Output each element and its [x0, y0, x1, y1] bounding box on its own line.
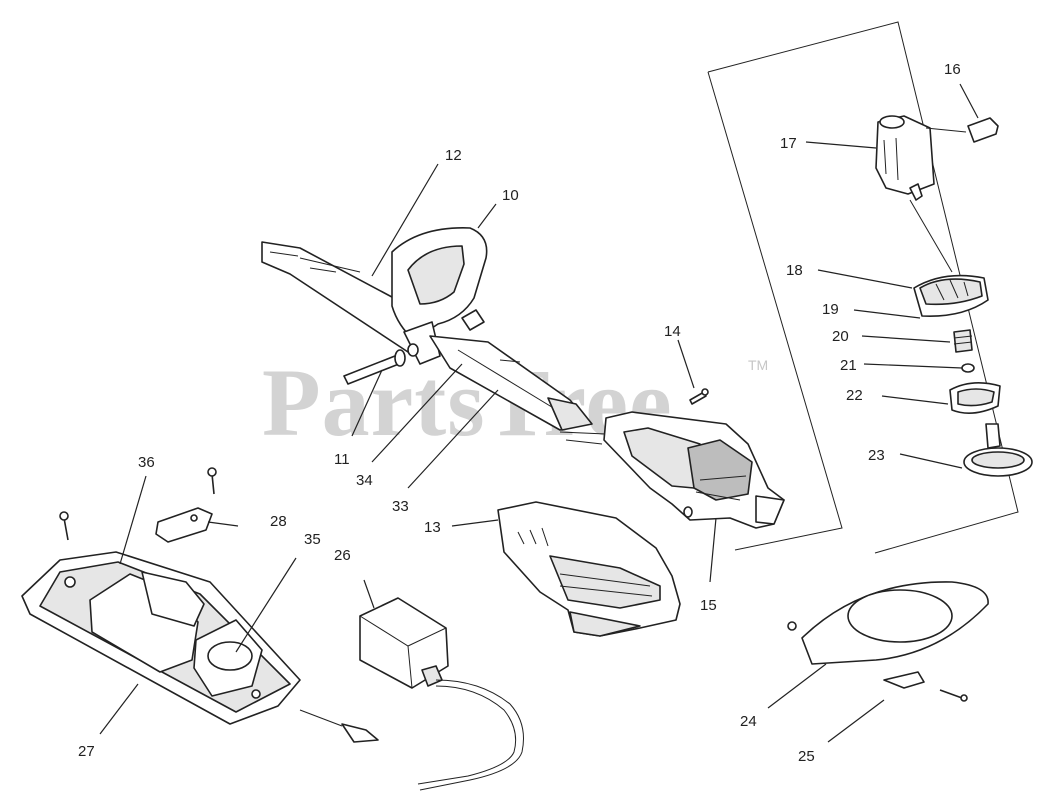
watermark-trademark: TM	[748, 357, 768, 373]
callout-25: 25	[798, 748, 815, 765]
bolt-11	[343, 349, 406, 385]
screws-36	[59, 467, 217, 541]
callout-36: 36	[138, 454, 155, 471]
callout-10: 10	[502, 187, 519, 204]
callout-14: 14	[664, 323, 681, 340]
callout-17: 17	[780, 135, 797, 152]
leader-lines	[99, 83, 979, 743]
housing-cover-13	[497, 501, 681, 637]
exploded-view-boundary	[707, 21, 1019, 554]
callout-11: 11	[334, 451, 350, 468]
guard-24	[787, 581, 989, 702]
callout-26: 26	[334, 547, 351, 564]
callout-19: 19	[822, 301, 839, 318]
callout-12: 12	[445, 147, 462, 164]
callout-23: 23	[868, 447, 885, 464]
callout-18: 18	[786, 262, 803, 279]
assist-handle-10	[391, 227, 488, 365]
charger-base-27	[21, 551, 301, 725]
callout-16: 16	[944, 61, 961, 78]
charger-cord	[299, 679, 524, 791]
callout-27: 27	[78, 743, 95, 760]
motor-housing-15	[603, 411, 785, 529]
motor-cap-16	[967, 117, 999, 143]
spool-hub-18	[913, 274, 989, 317]
callout-33: 33	[392, 498, 409, 515]
callout-24: 24	[740, 713, 757, 730]
callout-15: 15	[700, 597, 717, 614]
callout-21: 21	[840, 357, 857, 374]
spring-20	[953, 329, 973, 353]
callouts: 12 10 11 34 33 13 14 15 16 17 18 19 20 2…	[78, 61, 961, 765]
callout-28: 28	[270, 513, 287, 530]
lower-shaft	[429, 335, 607, 445]
screw-14	[689, 388, 709, 405]
motor-17	[875, 115, 935, 201]
callout-34: 34	[356, 472, 373, 489]
callout-22: 22	[846, 387, 863, 404]
callout-35: 35	[304, 531, 321, 548]
callout-20: 20	[832, 328, 849, 345]
charger-adapter-26	[359, 597, 449, 689]
callout-13: 13	[424, 519, 441, 536]
washer-21	[961, 363, 975, 373]
bracket-28	[155, 507, 213, 543]
spool-22	[949, 382, 1001, 414]
spool-cap-23	[963, 423, 1033, 477]
